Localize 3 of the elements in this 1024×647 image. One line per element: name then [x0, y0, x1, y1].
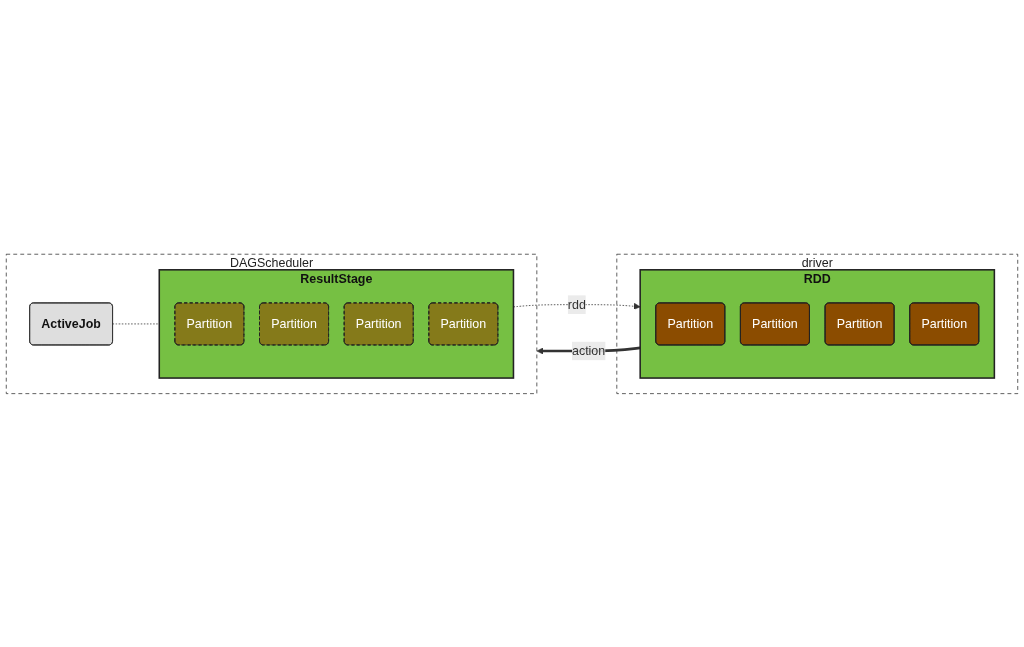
edge-label: rdd — [567, 297, 586, 311]
edge-label: action — [571, 343, 606, 357]
connector — [112, 323, 160, 324]
